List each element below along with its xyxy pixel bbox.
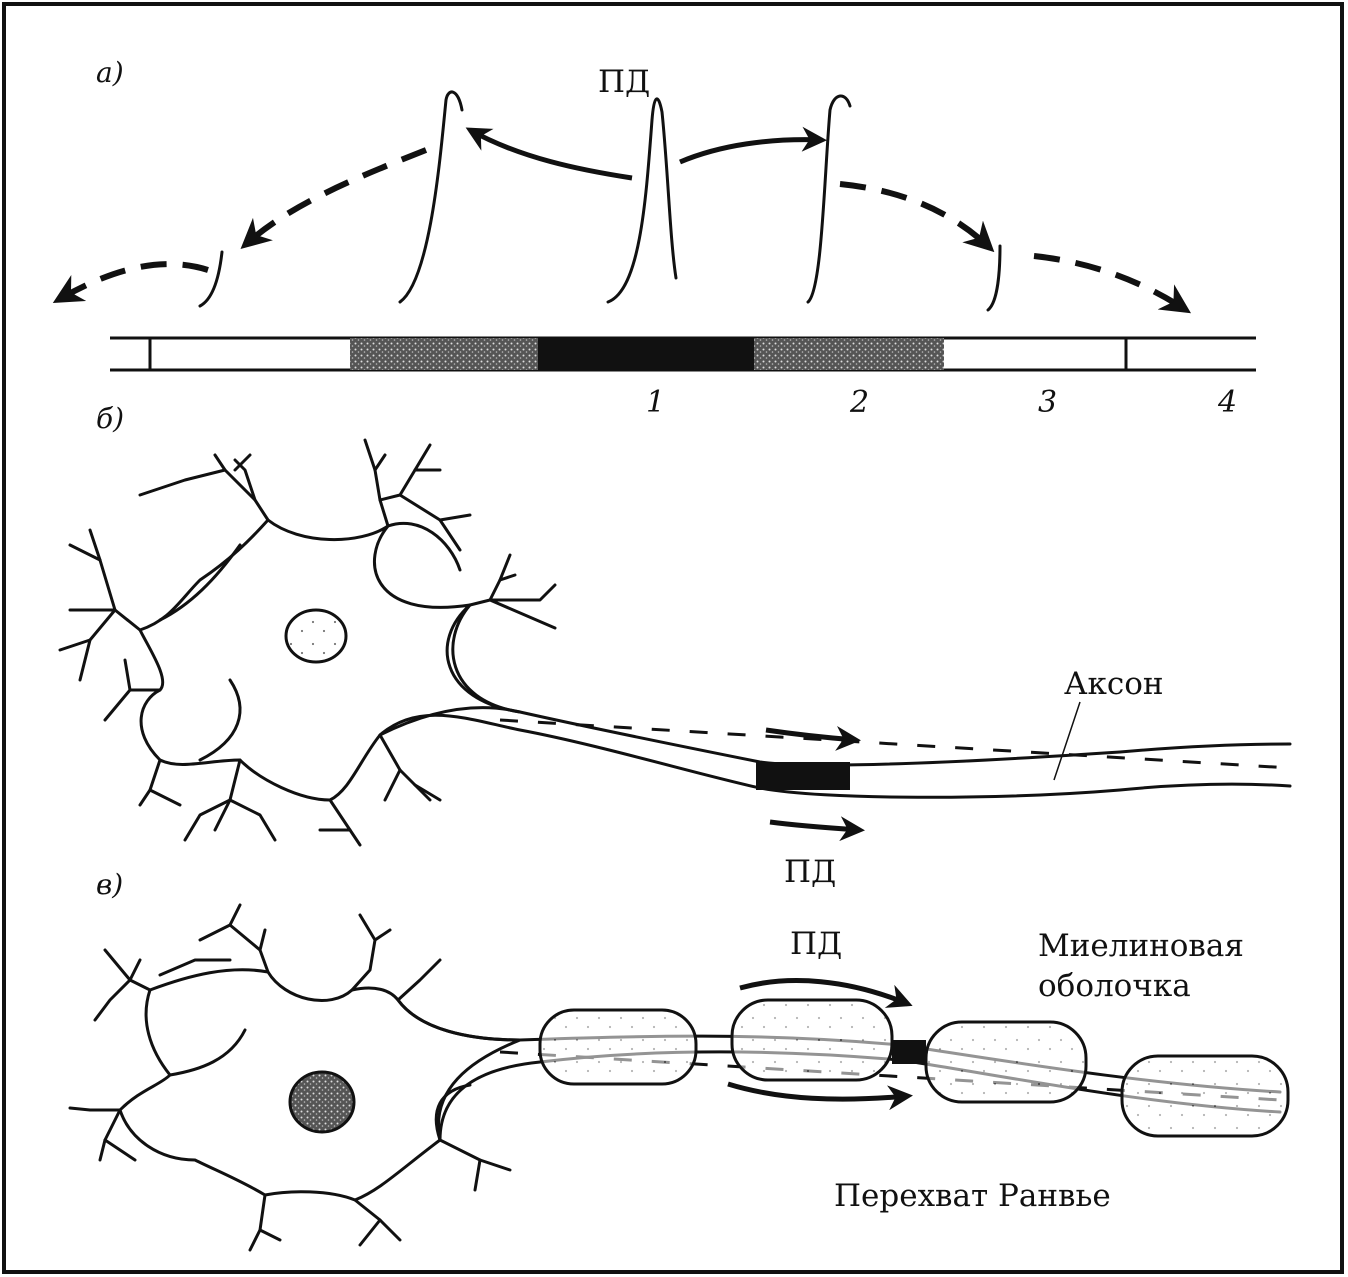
segment-number-2: 2 (849, 385, 869, 420)
axon-label: Аксон (1064, 666, 1164, 702)
dendrites-b (58, 438, 557, 847)
pd-label-bottom: ПД (790, 926, 842, 962)
panel-a: а) ПД 1 2 3 4 (52, 56, 1256, 420)
action-potential-left (398, 90, 464, 304)
panel-b: б) (58, 402, 1292, 890)
axon-b-upper (451, 603, 1292, 767)
myelin-segment-2 (730, 998, 894, 1082)
segment-stippled-left (350, 338, 540, 370)
axon-label-pointer (1053, 701, 1081, 781)
soma-lobe-v-1 (168, 1028, 247, 1077)
soma-lobe-b-3 (198, 678, 242, 762)
pd-label-top: ПД (598, 64, 650, 100)
panel-v: в) (68, 868, 1290, 1252)
myelin-segment-3 (924, 1020, 1088, 1104)
arrow-pd-v-bottom (727, 1081, 913, 1111)
nucleus-v (288, 1070, 356, 1134)
segment-1-active (538, 338, 754, 370)
action-potential-center (606, 97, 678, 304)
arrow-left-dashed-2 (52, 261, 209, 303)
myelin-segment-1 (538, 1008, 698, 1086)
segment-number-3: 3 (1038, 385, 1057, 420)
arrow-right-dashed-1 (839, 181, 995, 253)
node-of-ranvier-label: Перехват Ранвье (834, 1178, 1111, 1214)
arrow-right-solid (679, 126, 827, 165)
panel-a-label: а) (96, 56, 124, 89)
node-of-ranvier-active (892, 1040, 926, 1064)
axon-b-inner-dashes (499, 718, 1291, 770)
arrow-left-dashed-1 (240, 147, 428, 249)
arrow-pd-b-top (765, 726, 861, 751)
axon-b-lower (378, 713, 1292, 799)
arrow-right-dashed-2 (1033, 253, 1192, 314)
arrow-pd-v-top (739, 978, 913, 1008)
action-potential-far-left (198, 250, 224, 308)
myelin-label-line2: оболочка (1038, 968, 1191, 1004)
segment-number-1: 1 (646, 385, 665, 420)
panel-b-label: б) (96, 402, 124, 435)
arrow-pd-b-bottom (769, 816, 865, 842)
soma-lobe-b-2 (386, 521, 462, 572)
axon-b-depolarized-segment (756, 762, 850, 790)
soma-lobe-b-1 (158, 543, 242, 622)
segment-number-4: 4 (1217, 385, 1237, 420)
soma-lobe-v-2 (434, 1083, 472, 1142)
myelin-label-line1: Миелиновая (1038, 928, 1244, 964)
action-potential-far-right (986, 244, 1002, 312)
arrow-left-solid (465, 127, 633, 181)
nucleus-b (284, 608, 348, 664)
panel-v-label: в) (96, 868, 123, 901)
dendrites-v (68, 903, 512, 1252)
action-potential-right (806, 94, 852, 304)
myelin-segment-4 (1120, 1054, 1290, 1138)
segment-2-stippled (754, 338, 944, 370)
pd-label-mid: ПД (784, 854, 836, 890)
